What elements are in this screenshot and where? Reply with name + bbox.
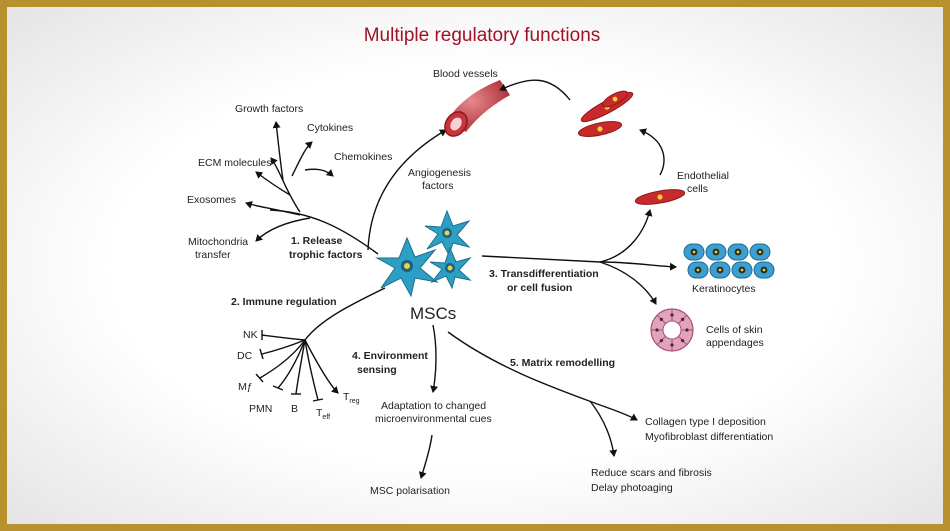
matrix-branch <box>447 331 638 457</box>
slide-title: Multiple regulatory functions <box>363 25 601 46</box>
mito-label-1: Mitochondria <box>188 236 248 248</box>
adaptation-label-1: Adaptation to changed <box>381 400 486 412</box>
nk-label: NK <box>243 329 258 341</box>
adaptation-label-2: microenvironmental cues <box>375 413 492 425</box>
dc-label: DC <box>237 350 253 362</box>
trophic-branch <box>245 121 447 255</box>
msc-cells <box>375 209 472 298</box>
transdiff-branch <box>481 79 677 305</box>
b-label: B <box>291 403 298 415</box>
skin-appendage-illustration <box>650 308 694 352</box>
msc-cell <box>429 246 472 290</box>
keratinocytes-label: Keratinocytes <box>692 283 756 295</box>
endothelial-label-1: Endothelial <box>677 170 729 182</box>
growth-factors-label: Growth factors <box>235 103 303 115</box>
sensing-branch <box>418 324 439 479</box>
endothelial-label-2: cells <box>687 183 708 195</box>
blood-vessels-label: Blood vessels <box>433 68 498 80</box>
scars-label-2: Delay photoaging <box>591 482 673 494</box>
transdiff-title-2: or cell fusion <box>507 282 572 294</box>
angio-label-1: Angiogenesis <box>408 167 471 179</box>
skin-appendage-label-1: Cells of skin <box>706 324 763 336</box>
trophic-title-1: 1. Release <box>291 235 343 247</box>
ecm-label: ECM molecules <box>198 157 272 169</box>
skin-appendage-label-2: appendages <box>706 337 764 349</box>
pmn-label: PMN <box>249 403 272 415</box>
exosomes-label: Exosomes <box>187 194 236 206</box>
msc-label: MSCs <box>410 304 456 323</box>
treg-label: Treg <box>343 391 360 405</box>
collagen-label-1: Collagen type I deposition <box>645 416 766 428</box>
mf-label: Mƒ <box>238 381 253 393</box>
chemokines-label: Chemokines <box>334 151 392 163</box>
msc-cell <box>424 209 471 257</box>
angio-label-2: factors <box>422 180 454 192</box>
teff-label: Teff <box>316 407 330 421</box>
sensing-title-2: sensing <box>357 364 397 376</box>
scars-label-1: Reduce scars and fibrosis <box>591 467 712 479</box>
sensing-title-1: 4. Environment <box>352 350 428 362</box>
transdiff-title-1: 3. Transdifferentiation <box>489 268 599 280</box>
keratinocytes-illustration <box>683 243 775 279</box>
blood-vessel-illustration <box>444 80 510 137</box>
trophic-title-2: trophic factors <box>289 249 363 261</box>
matrix-title: 5. Matrix remodelling <box>510 357 615 369</box>
immune-branch <box>255 287 386 402</box>
immune-title: 2. Immune regulation <box>231 296 337 308</box>
msc-cell <box>375 236 439 298</box>
mito-label-2: transfer <box>195 249 231 261</box>
cytokines-label: Cytokines <box>307 122 353 134</box>
collagen-label-2: Myofibroblast differentiation <box>645 431 773 443</box>
endothelial-cells-illustration <box>577 90 686 205</box>
polarisation-label: MSC polarisation <box>370 485 450 497</box>
